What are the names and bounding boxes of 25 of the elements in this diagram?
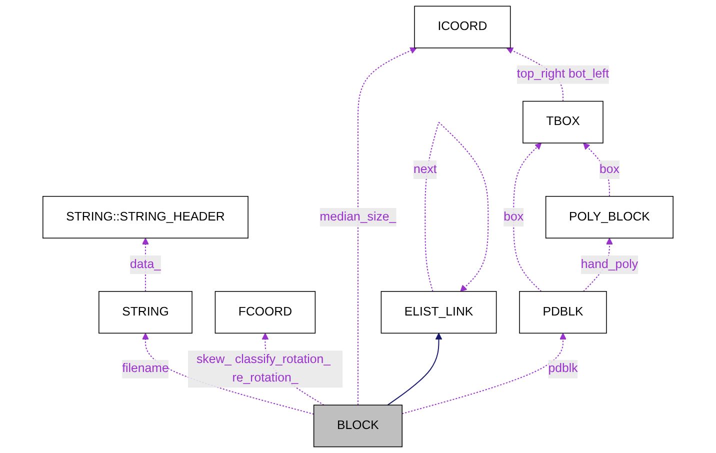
node-box: POLY_BLOCK <box>545 196 674 238</box>
arrow <box>357 47 417 406</box>
node-box: STRING <box>98 291 192 334</box>
node-box: BLOCK <box>313 404 403 448</box>
node-box: PDBLK <box>519 291 607 334</box>
arrow <box>387 332 442 406</box>
arrow <box>424 122 489 292</box>
node-box: ELIST_LINK <box>380 291 497 334</box>
node-box: FCOORD <box>214 291 316 334</box>
edge-label: data_ <box>130 258 161 271</box>
node-box: ICOORD <box>414 6 511 48</box>
arrow <box>402 332 566 414</box>
arrow <box>583 142 610 196</box>
node-box: TBOX <box>522 100 604 144</box>
arrow <box>513 142 542 292</box>
edge-label: top_right bot_left <box>516 68 610 81</box>
edge-label: next <box>413 162 437 176</box>
edge-label: box <box>504 210 524 224</box>
edge-label: hand_poly <box>580 258 638 271</box>
edge-label: filename <box>122 362 169 376</box>
edge-label: skew_ classify_rotation_ re_rotation_ <box>196 352 331 385</box>
node-box: STRING::STRING_HEADER <box>42 196 248 238</box>
edge-label: pdblk <box>548 362 578 376</box>
edge-label: box <box>599 162 620 176</box>
edge-label: median_size_ <box>320 210 396 224</box>
